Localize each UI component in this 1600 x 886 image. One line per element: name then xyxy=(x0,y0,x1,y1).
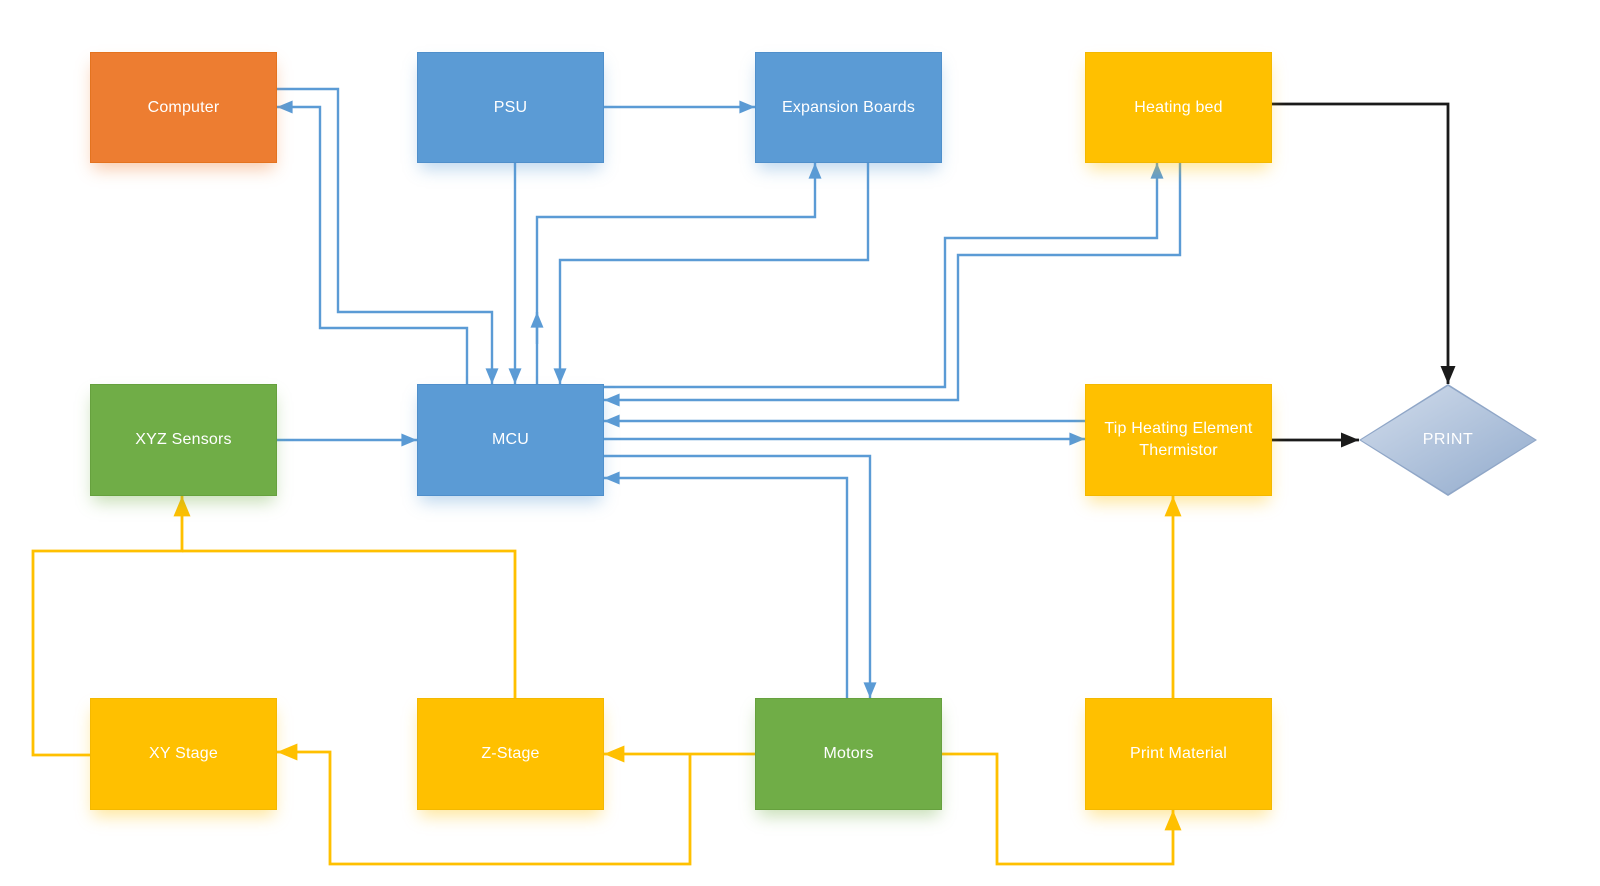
edge-mcu-to-motors xyxy=(604,454,877,699)
edge-mcu-to-expansion xyxy=(535,163,822,384)
node-computer: Computer xyxy=(90,52,277,163)
node-xystage-label: XY Stage xyxy=(149,745,218,763)
node-tip-label: Tip Heating Element Thermistor xyxy=(1104,420,1253,459)
node-mcu-label: MCU xyxy=(491,431,530,449)
node-motors: Motors xyxy=(755,698,942,810)
node-psu-label: PSU xyxy=(493,98,528,116)
node-psu: PSU xyxy=(417,52,604,163)
node-print: PRINT xyxy=(1359,384,1537,496)
node-expansion-label: Expansion Boards xyxy=(781,98,916,116)
node-print-label: PRINT xyxy=(1422,431,1474,448)
edge-xystage-to-xyzsensors xyxy=(31,496,191,757)
node-xyzsensors: XYZ Sensors xyxy=(90,384,277,496)
node-printmaterial-label: Print Material xyxy=(1129,745,1228,763)
node-motors-label: Motors xyxy=(823,745,874,763)
node-computer-label: Computer xyxy=(147,98,220,116)
edge-mcu-to-heatingbed xyxy=(604,163,1164,389)
node-tip: Tip Heating Element Thermistor xyxy=(1085,384,1272,496)
edge-heatingbed-to-print xyxy=(1272,102,1456,384)
edge-computer-to-mcu xyxy=(277,87,499,384)
edge-motors-to-mcu xyxy=(603,471,849,698)
edge-expansion-to-mcu xyxy=(553,163,870,384)
node-heatingbed-label: Heating bed xyxy=(1134,98,1223,116)
node-printmaterial: Print Material xyxy=(1085,698,1272,810)
node-zstage-label: Z-Stage xyxy=(481,745,540,763)
edge-motors-to-xystage xyxy=(277,743,692,866)
node-xyzsensors-label: XYZ Sensors xyxy=(135,431,232,449)
node-mcu: MCU xyxy=(417,384,604,496)
node-expansion: Expansion Boards xyxy=(755,52,942,163)
edge-mcu-to-computer xyxy=(277,100,469,384)
node-xystage: XY Stage xyxy=(90,698,277,810)
edge-heatingbed-to-mcu xyxy=(603,163,1182,407)
node-heatingbed: Heating bed xyxy=(1085,52,1272,163)
edge-zstage-to-xyzsensors xyxy=(182,549,517,698)
edge-motors-to-printmaterial xyxy=(942,752,1182,866)
node-zstage: Z-Stage xyxy=(417,698,604,810)
